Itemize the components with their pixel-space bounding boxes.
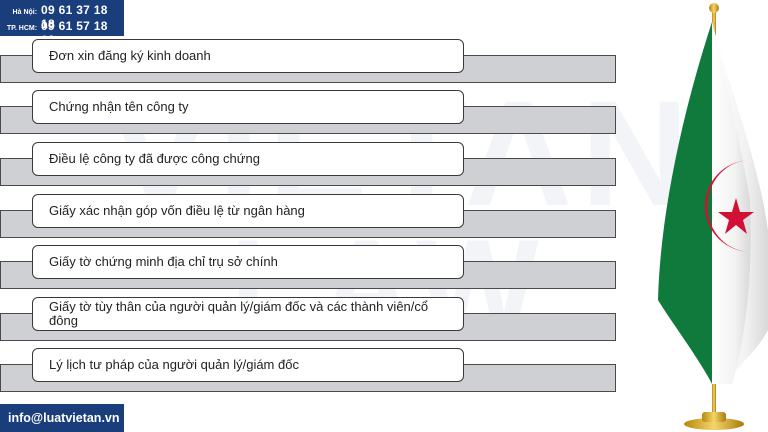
list-item-label: Giấy tờ tùy thân của người quản lý/giám … xyxy=(49,299,429,328)
hotline-hcm: TP. HCM: 09 61 57 18 18 xyxy=(6,19,118,47)
list-item-box: Chứng nhận tên công ty xyxy=(32,90,464,124)
list-item: Giấy tờ chứng minh địa chỉ trụ sở chính xyxy=(0,245,616,297)
list-item-box: Giấy xác nhận góp vốn điều lệ từ ngân hà… xyxy=(32,194,464,228)
hotline-box: Hà Nội: 09 61 37 18 18 TP. HCM: 09 61 57… xyxy=(0,0,124,47)
list-item-box: Điều lệ công ty đã được công chứng xyxy=(32,142,464,176)
list-item: Lý lịch tư pháp của người quản lý/giám đ… xyxy=(0,348,616,400)
list-item-box: Lý lịch tư pháp của người quản lý/giám đ… xyxy=(32,348,464,382)
list-item: Giấy xác nhận góp vốn điều lệ từ ngân hà… xyxy=(0,194,616,246)
algeria-flag-icon xyxy=(658,3,768,430)
list-item: Giấy tờ tùy thân của người quản lý/giám … xyxy=(0,297,616,349)
contact-email[interactable]: info@luatvietan.vn xyxy=(0,404,124,432)
hotline-hanoi-label: Hà Nội: xyxy=(12,9,38,16)
list-item-box: Giấy tờ chứng minh địa chỉ trụ sở chính xyxy=(32,245,464,279)
hotline-hcm-label: TP. HCM: xyxy=(6,25,38,32)
list-item-label: Điều lệ công ty đã được công chứng xyxy=(49,151,260,166)
list-item-label: Đơn xin đăng ký kinh doanh xyxy=(49,48,211,63)
list-item-box: Giấy tờ tùy thân của người quản lý/giám … xyxy=(32,297,464,331)
list-item: Chứng nhận tên công ty xyxy=(0,90,616,142)
list-item-label: Giấy tờ chứng minh địa chỉ trụ sở chính xyxy=(49,254,278,269)
list-item: Điều lệ công ty đã được công chứng xyxy=(0,142,616,194)
list-item: Đơn xin đăng ký kinh doanh xyxy=(0,39,616,91)
hotline-hanoi: Hà Nội: 09 61 37 18 18 xyxy=(6,3,118,31)
list-item-label: Lý lịch tư pháp của người quản lý/giám đ… xyxy=(49,357,299,372)
list-item-label: Chứng nhận tên công ty xyxy=(49,99,189,114)
list-item-label: Giấy xác nhận góp vốn điều lệ từ ngân hà… xyxy=(49,203,305,218)
list-item-box: Đơn xin đăng ký kinh doanh xyxy=(32,39,464,73)
hotline-hanoi-number[interactable]: 09 61 37 18 18 xyxy=(41,3,108,31)
